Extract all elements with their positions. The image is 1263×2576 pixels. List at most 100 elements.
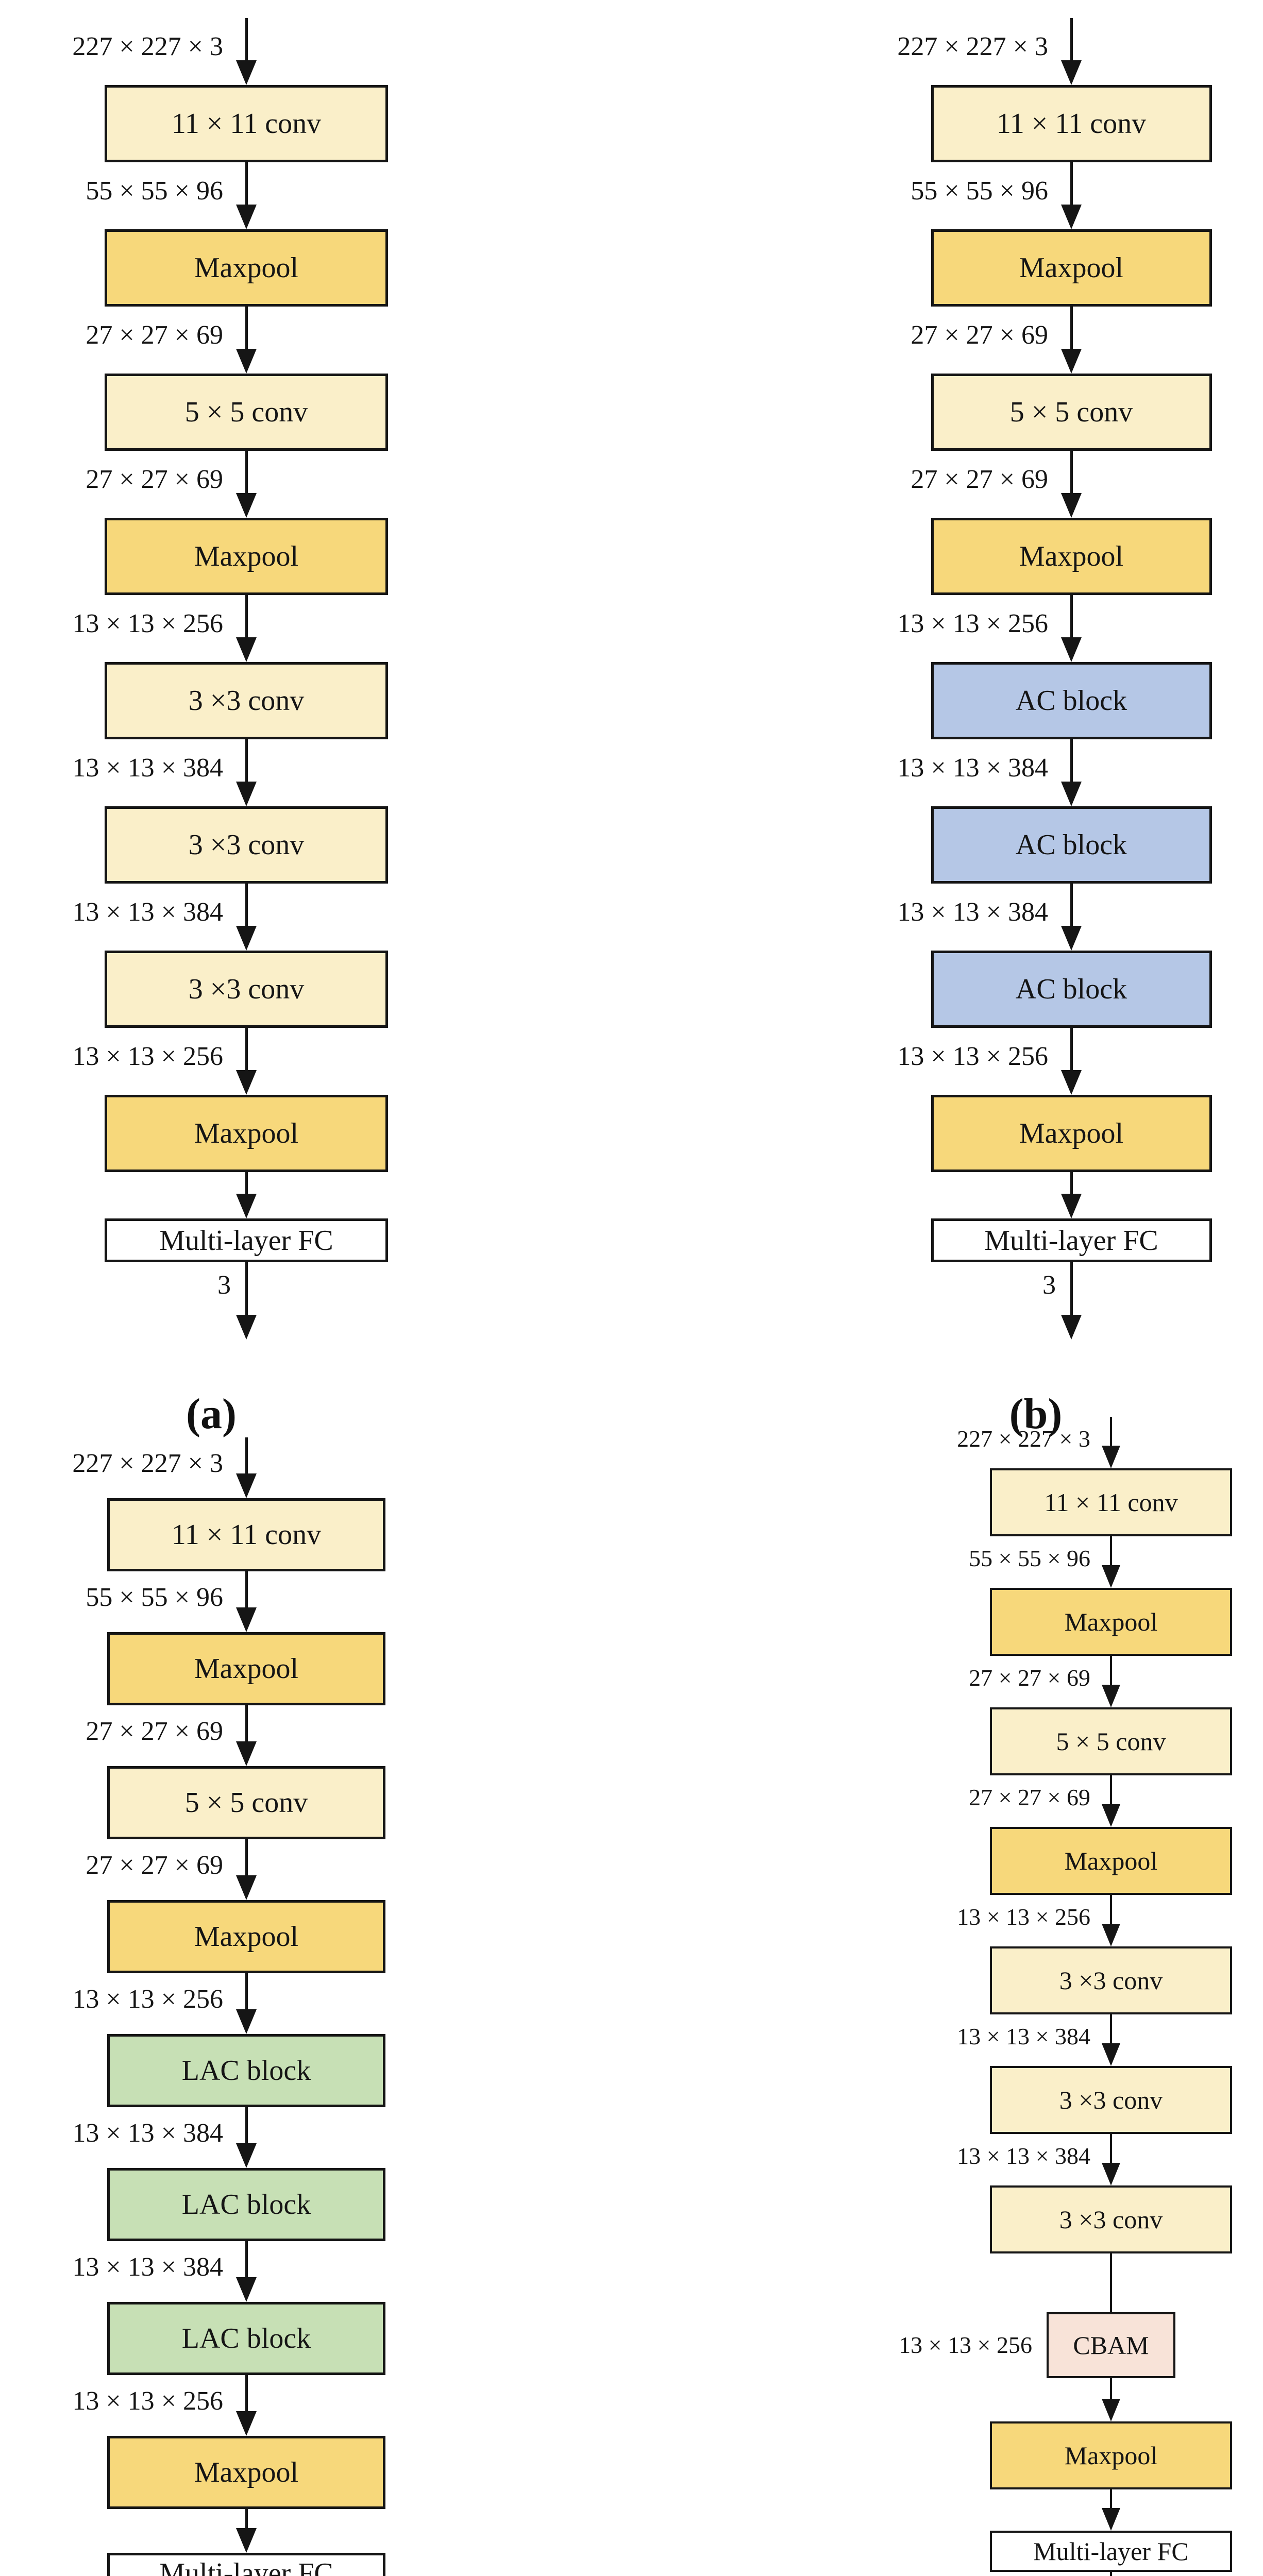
maxpool-layer-box: Maxpool xyxy=(931,1095,1212,1172)
fc-layer-box: Multi-layer FC xyxy=(107,2553,385,2576)
arrow-down-icon xyxy=(1102,1565,1120,1588)
layer-box-label: Maxpool xyxy=(194,540,299,572)
tensor-shape-label: 227 × 227 × 3 xyxy=(72,31,223,61)
layer-box-label: 5 × 5 conv xyxy=(184,396,308,428)
layer-box-label: 11 × 11 conv xyxy=(171,1519,322,1551)
arrow-down-icon xyxy=(236,493,257,518)
flow-line xyxy=(1110,2489,1112,2511)
tensor-shape-label: 55 × 55 × 96 xyxy=(911,176,1048,206)
arrow-down-icon xyxy=(236,2528,257,2553)
flow-line xyxy=(245,451,248,496)
flow-line xyxy=(245,884,248,929)
flow-line xyxy=(1070,884,1073,929)
arrow-down-icon xyxy=(1061,637,1082,662)
layer-box-label: Maxpool xyxy=(194,1653,299,1685)
maxpool-layer-box: Maxpool xyxy=(990,1588,1232,1656)
tensor-shape-label: 13 × 13 × 256 xyxy=(897,608,1048,638)
flow-line xyxy=(1070,18,1073,63)
tensor-shape-label: 27 × 27 × 69 xyxy=(911,464,1048,494)
tensor-shape-label: 13 × 13 × 384 xyxy=(72,753,223,783)
maxpool-layer-box: Maxpool xyxy=(105,1095,388,1172)
tensor-shape-label: 13 × 13 × 256 xyxy=(899,2332,1032,2358)
arrow-down-icon xyxy=(236,1315,257,1340)
flow-line xyxy=(245,162,248,208)
tensor-shape-label: 13 × 13 × 384 xyxy=(72,2252,223,2282)
arrow-down-icon xyxy=(236,1070,257,1095)
flow-line xyxy=(245,595,248,640)
conv-layer-box: 11 × 11 conv xyxy=(105,85,388,162)
tensor-shape-label: 13 × 13 × 256 xyxy=(897,1041,1048,1071)
maxpool-layer-box: Maxpool xyxy=(990,2421,1232,2489)
flow-line xyxy=(1070,1028,1073,1073)
arrow-down-icon xyxy=(1061,926,1082,951)
arrow-down-icon xyxy=(1102,2399,1120,2421)
conv-layer-box: 3 ×3 conv xyxy=(105,662,388,739)
layer-box-label: 11 × 11 conv xyxy=(171,108,322,140)
conv-layer-box: 3 ×3 conv xyxy=(105,806,388,884)
layer-box-label: Multi-layer FC xyxy=(984,1224,1158,1257)
layer-box-label: 11 × 11 conv xyxy=(1044,1488,1178,1517)
tensor-shape-label: 13 × 13 × 256 xyxy=(72,1041,223,1071)
tensor-shape-label: 27 × 27 × 69 xyxy=(86,464,223,494)
maxpool-layer-box: Maxpool xyxy=(105,518,388,595)
tensor-shape-label: 55 × 55 × 96 xyxy=(969,1545,1090,1571)
flow-line xyxy=(1070,595,1073,640)
tensor-shape-label: 13 × 13 × 384 xyxy=(957,2143,1090,2169)
layer-box-label: 3 ×3 conv xyxy=(188,829,305,861)
flow-line xyxy=(245,2375,248,2414)
conv-layer-box: 3 ×3 conv xyxy=(990,1946,1232,2014)
layer-box-label: Multi-layer FC xyxy=(159,1224,333,1257)
fc-layer-box: Multi-layer FC xyxy=(931,1218,1212,1262)
layer-box-label: 3 ×3 conv xyxy=(188,685,305,717)
layer-box-label: Maxpool xyxy=(1064,1607,1158,1636)
arrow-down-icon xyxy=(1061,205,1082,229)
arrow-down-icon xyxy=(236,1875,257,1900)
layer-box-label: LAC block xyxy=(181,2055,311,2087)
fc-layer-box: Multi-layer FC xyxy=(990,2531,1232,2572)
flow-line xyxy=(1070,1262,1073,1318)
flow-line xyxy=(245,307,248,352)
flow-line xyxy=(1110,2572,1112,2576)
flow-line xyxy=(1070,307,1073,352)
tensor-shape-label: 13 × 13 × 256 xyxy=(72,1984,223,2014)
layer-box-label: Maxpool xyxy=(1019,540,1124,572)
conv-layer-box: 5 × 5 conv xyxy=(107,1766,385,1839)
layer-box-label: 5 × 5 conv xyxy=(184,1787,308,1819)
arrow-down-icon xyxy=(1061,60,1082,85)
arrow-down-icon xyxy=(1102,2163,1120,2185)
arrow-down-icon xyxy=(236,60,257,85)
tensor-shape-label: 27 × 27 × 69 xyxy=(86,320,223,350)
layer-box-label: Multi-layer FC xyxy=(159,2557,333,2576)
layer-box-label: AC block xyxy=(1015,973,1127,1005)
maxpool-layer-box: Maxpool xyxy=(107,1632,385,1705)
tensor-shape-label: 227 × 227 × 3 xyxy=(72,1448,223,1478)
tensor-shape-label: 13 × 13 × 256 xyxy=(72,2386,223,2416)
arrow-down-icon xyxy=(236,205,257,229)
layer-box-label: Maxpool xyxy=(1019,1117,1124,1149)
subfigure-caption: (b) xyxy=(1009,1390,1063,1438)
layer-box-label: 11 × 11 conv xyxy=(996,108,1147,140)
flow-line xyxy=(1110,1536,1112,1568)
layer-box-label: 3 ×3 conv xyxy=(188,973,305,1005)
flow-line xyxy=(1070,162,1073,208)
fc-layer-box: Multi-layer FC xyxy=(105,1218,388,1262)
layer-box-label: Maxpool xyxy=(1064,1846,1158,1875)
layer-box-label: Maxpool xyxy=(194,252,299,284)
arrow-down-icon xyxy=(236,2277,257,2302)
output-dim-label: 3 xyxy=(217,1270,231,1300)
ac-block-box: AC block xyxy=(931,662,1212,739)
flow-line xyxy=(1110,1775,1112,1807)
tensor-shape-label: 13 × 13 × 384 xyxy=(72,2118,223,2148)
layer-box-label: Maxpool xyxy=(1019,252,1124,284)
maxpool-layer-box: Maxpool xyxy=(105,229,388,307)
flow-line xyxy=(245,739,248,785)
arrow-down-icon xyxy=(1102,1804,1120,1827)
conv-layer-box: 3 ×3 conv xyxy=(990,2185,1232,2253)
arrow-down-icon xyxy=(236,2143,257,2168)
arrow-down-icon xyxy=(1061,1315,1082,1340)
flow-line xyxy=(1110,1895,1112,1927)
flow-line xyxy=(245,1705,248,1744)
